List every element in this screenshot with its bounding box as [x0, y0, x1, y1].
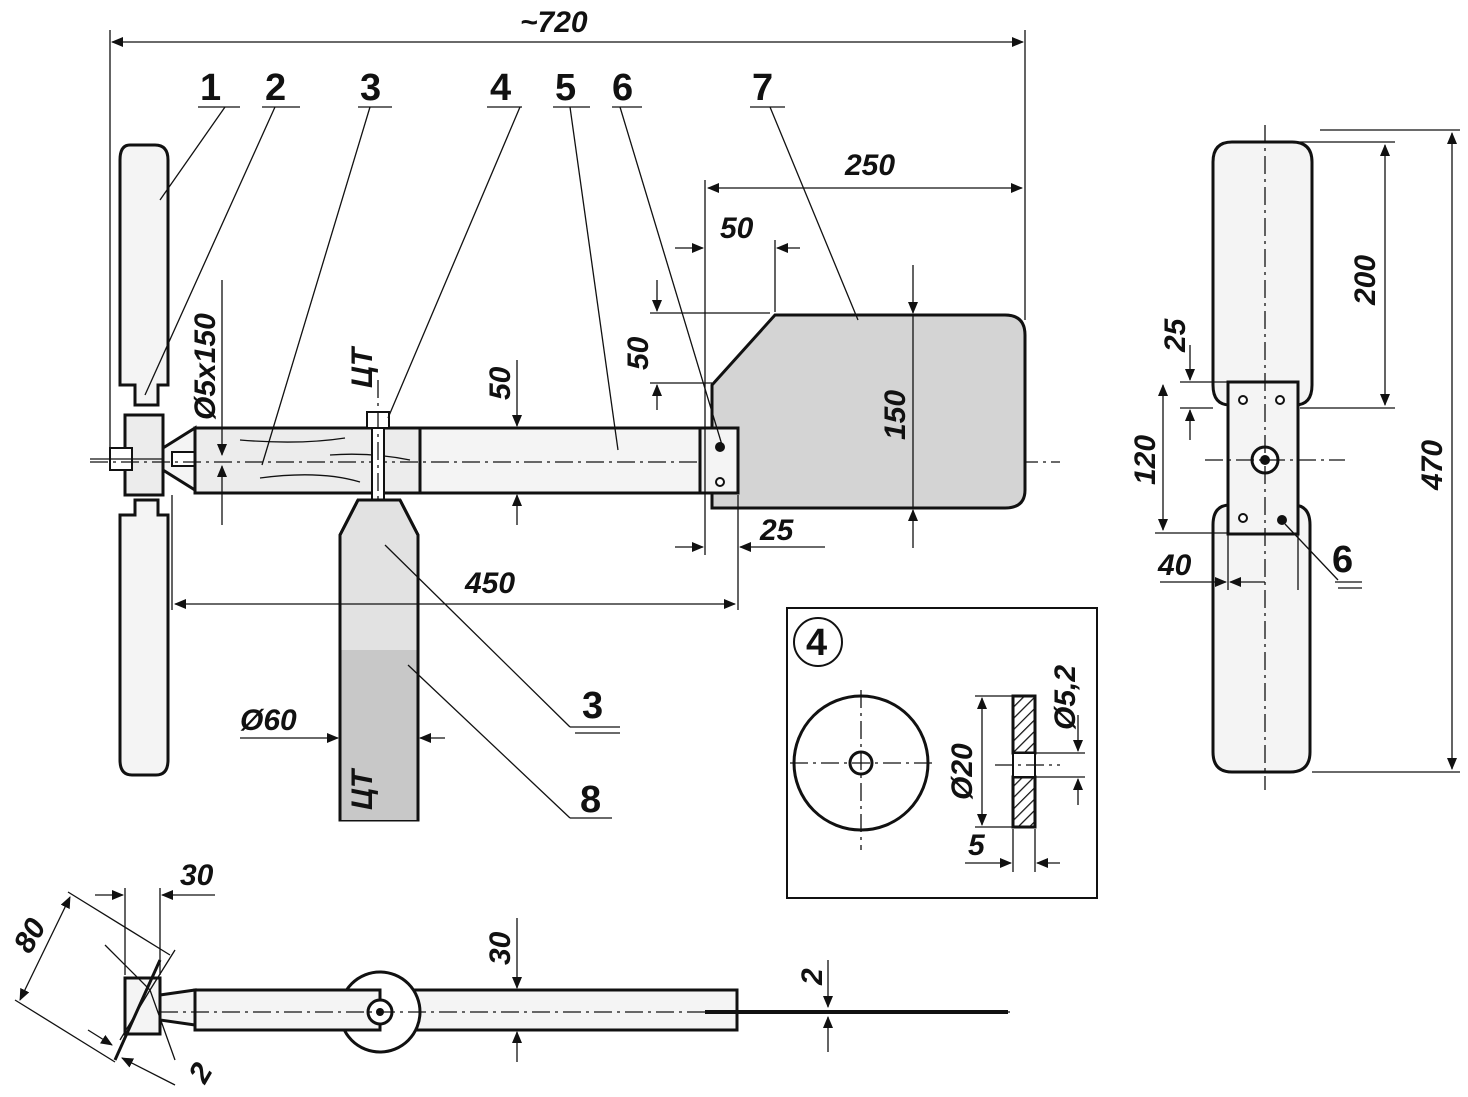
dim-side-blade-length: 80: [7, 913, 52, 959]
rotor-blade-top: [118, 143, 170, 407]
callout-6: 6: [612, 67, 633, 109]
dim-boom-width: 50: [484, 360, 522, 525]
dim-chamfer-height-label: 50: [622, 336, 655, 370]
dim-axle: Ø5x150: [189, 280, 227, 525]
dim-chamfer-width-label: 50: [720, 212, 754, 245]
callout-7: 7: [752, 67, 773, 109]
dim-vane-overlap-label: 25: [759, 514, 795, 547]
detail-4-label: 4: [806, 622, 827, 664]
tail-vane: [710, 313, 1027, 510]
dim-mast-diameter-label: Ø60: [240, 704, 297, 737]
dim-vane-length-label: 250: [844, 149, 895, 182]
dim-total-span: 470: [1416, 440, 1449, 491]
dim-vane-overlap: 25: [675, 495, 825, 610]
dim-mast-diameter: Ø60: [240, 704, 445, 743]
side-view-rotor: 200 470 25 120 40 6: [1129, 125, 1460, 790]
dim-chamfer-height: 50: [622, 280, 770, 410]
dim-washer-hole: Ø5,2: [1049, 665, 1082, 730]
callout-5: 5: [555, 67, 576, 109]
dim-side-boom-height: 30: [484, 931, 517, 965]
dim-washer-thickness: 5: [968, 829, 986, 862]
dim-axle-label: Ø5x150: [189, 313, 222, 420]
dim-hub-height: 120: [1129, 435, 1162, 485]
callout-3-mast: 3: [582, 685, 603, 727]
callout-1: 1: [200, 67, 221, 109]
dim-side-blade-width: 30: [180, 859, 214, 892]
callout-2: 2: [265, 67, 286, 109]
callout-3: 3: [360, 67, 381, 109]
dim-blade-gap: 25: [1159, 317, 1192, 353]
dim-vane-height-label: 150: [879, 390, 912, 440]
center-of-gravity-label-lower: ЦТ: [346, 767, 379, 810]
dim-vane-height: 150: [879, 265, 918, 548]
dim-total-length: ~720: [109, 6, 1026, 460]
dim-blade-length: 200: [1349, 255, 1382, 306]
boom-wood: [193, 426, 439, 495]
callout-6-side: 6: [1332, 539, 1353, 581]
dim-side-blade-thickness: 2: [182, 1057, 220, 1089]
dim-washer-outer: Ø20: [946, 743, 979, 800]
side-blade-bottom: [1211, 503, 1312, 774]
main-view: ~720: [90, 6, 1060, 822]
dim-vane-length: 250: [704, 149, 1023, 555]
callout-8: 8: [580, 779, 601, 821]
dim-boom-length-label: 450: [464, 567, 515, 600]
side-blade-top: [1211, 140, 1314, 407]
dim-hub-width: 40: [1157, 549, 1192, 582]
dim-total-length-label: ~720: [520, 6, 588, 39]
dim-boom-width-label: 50: [484, 366, 517, 400]
dim-vane-thickness: 2: [796, 968, 829, 986]
callout-4: 4: [490, 67, 511, 109]
callouts: 1 2 3 4 5 6 7 3 8: [144, 67, 859, 821]
dim-boom-length: 450: [171, 495, 736, 610]
bottom-side-view: 30 80 2 30 2: [7, 859, 1010, 1089]
center-of-gravity-label: ЦТ: [346, 345, 379, 388]
dim-chamfer-width: 50: [675, 212, 800, 312]
detail-washer: 4 Ø20 Ø5,2 5: [786, 607, 1098, 899]
rotor-blade-bottom: [118, 498, 170, 777]
boom: [418, 426, 740, 495]
